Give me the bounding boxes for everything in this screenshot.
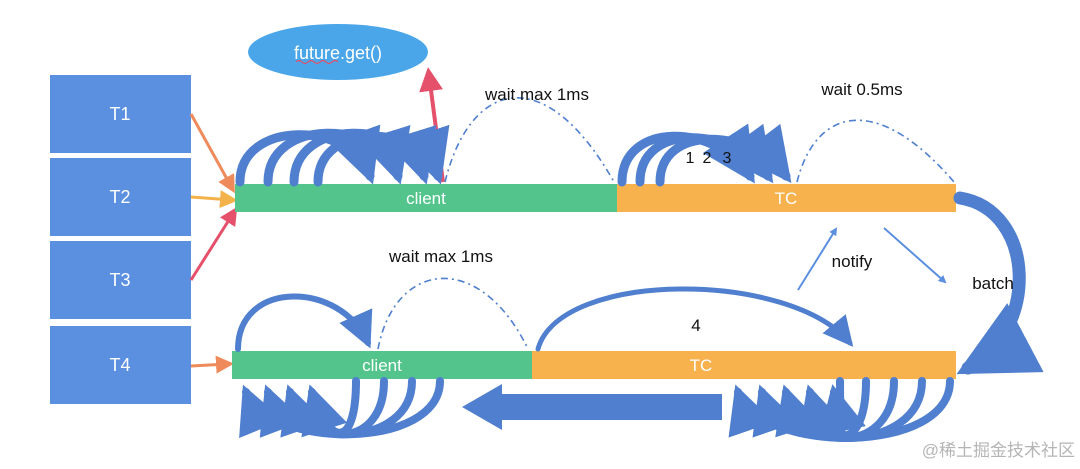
sequence-label-1: 1 xyxy=(686,150,695,167)
upper-tc-loop-arrows xyxy=(617,123,792,187)
thread-box-t4: T4 xyxy=(50,326,191,404)
watermark-text: @稀土掘金技术社区 xyxy=(922,441,1075,460)
upper-tc-label: TC xyxy=(775,189,798,208)
lower-tc-step-arrow xyxy=(535,286,854,352)
step-label-4: 4 xyxy=(691,316,700,335)
thread-label-t3: T3 xyxy=(109,270,130,290)
upper-client-loop-arrows xyxy=(235,124,450,187)
tc-to-client-return-arrow xyxy=(462,384,722,430)
spellcheck-underline xyxy=(295,59,339,65)
t2-to-client-arrow xyxy=(190,190,238,209)
lower-tc-label: TC xyxy=(690,356,713,375)
tc-batch-return-arrow xyxy=(953,191,1044,375)
lower-tc-bar: TC xyxy=(532,351,956,379)
upper-tc-wait-arc xyxy=(796,119,955,183)
sequence-label-2: 2 xyxy=(703,150,712,167)
upper-tc-bar: TC xyxy=(617,184,956,212)
notify-arrow xyxy=(797,227,838,291)
t4-to-client-arrow xyxy=(190,355,234,374)
upper-tc-wait-label: wait 0.5ms xyxy=(820,80,902,99)
thread-box-t2: T2 xyxy=(50,158,191,236)
lower-client-loop-arrow xyxy=(235,293,373,352)
lower-client-wait-label: wait max 1ms xyxy=(388,247,493,266)
notify-label: notify xyxy=(832,252,873,271)
lower-client-return-arrows xyxy=(239,377,444,439)
lower-client-bar: client xyxy=(232,351,532,379)
lower-client-label: client xyxy=(362,356,402,375)
upper-client-label: client xyxy=(406,189,446,208)
lower-tc-return-arrows xyxy=(728,377,954,442)
thread-box-t3: T3 xyxy=(50,241,191,319)
t1-to-client-arrow xyxy=(189,113,235,194)
upper-client-wait-label: wait max 1ms xyxy=(484,85,589,104)
thread-label-t1: T1 xyxy=(109,104,130,124)
future-get-bubble: future.get() xyxy=(248,24,428,80)
thread-label-t4: T4 xyxy=(109,355,130,375)
lower-client-wait-arc xyxy=(377,277,529,350)
t3-to-client-arrow xyxy=(189,206,238,281)
thread-label-t2: T2 xyxy=(109,187,130,207)
batch-label: batch xyxy=(972,274,1014,293)
upper-client-wait-arc xyxy=(444,97,615,183)
upper-client-bar: client xyxy=(235,184,617,212)
sequence-label-3: 3 xyxy=(723,150,732,167)
future-get-label: future.get() xyxy=(294,43,382,63)
thread-box-t1: T1 xyxy=(50,75,191,153)
batch-arrow xyxy=(883,227,947,284)
